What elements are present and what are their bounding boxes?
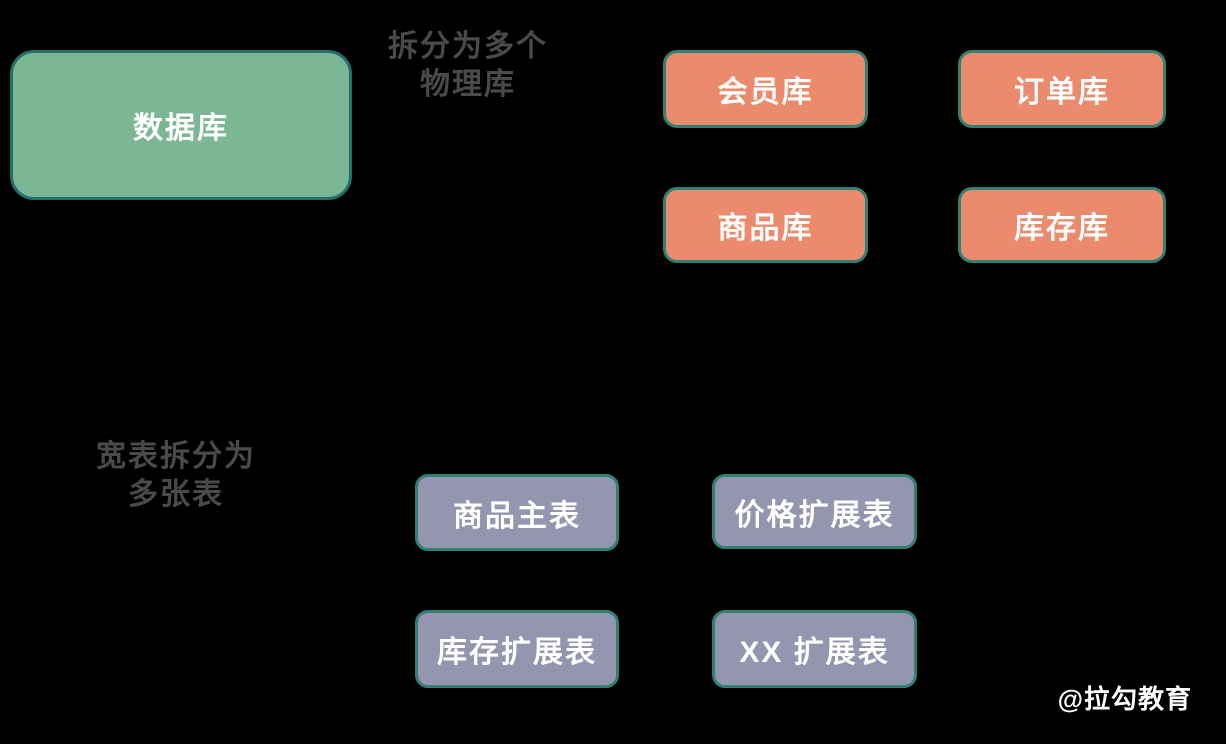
product-main-table-node-label: 商品主表 — [453, 499, 581, 533]
database-node: 数据库 — [10, 50, 352, 200]
database-node-label: 数据库 — [133, 112, 229, 145]
order-db-node: 订单库 — [958, 50, 1166, 128]
table-split-annotation-line2: 多张表 — [128, 478, 224, 511]
db-split-annotation-line2: 物理库 — [420, 68, 516, 101]
inventory-db-node-label: 库存库 — [1014, 212, 1110, 245]
xx-extension-table-node-label: XX 扩展表 — [739, 636, 890, 669]
member-db-node: 会员库 — [663, 50, 868, 128]
table-split-annotation-line1: 宽表拆分为 — [96, 440, 256, 473]
product-db-node: 商品库 — [663, 187, 868, 263]
inventory-extension-table-node-label: 库存扩展表 — [437, 636, 597, 669]
inventory-extension-table-node: 库存扩展表 — [415, 610, 619, 688]
member-db-node-label: 会员库 — [717, 76, 814, 109]
product-db-node-label: 商品库 — [717, 212, 814, 245]
price-extension-table-node-label: 价格扩展表 — [734, 498, 895, 532]
table-split-annotation: 宽表拆分为 多张表 — [76, 438, 276, 514]
price-extension-table-node: 价格扩展表 — [712, 474, 917, 549]
inventory-db-node: 库存库 — [958, 187, 1166, 263]
db-split-annotation-line1: 拆分为多个 — [388, 30, 548, 63]
watermark-lagou-education: @拉勾教育 — [1057, 684, 1192, 714]
product-main-table-node: 商品主表 — [415, 474, 619, 551]
order-db-node-label: 订单库 — [1014, 76, 1110, 109]
db-split-annotation: 拆分为多个 物理库 — [368, 28, 568, 104]
xx-extension-table-node: XX 扩展表 — [712, 610, 917, 688]
